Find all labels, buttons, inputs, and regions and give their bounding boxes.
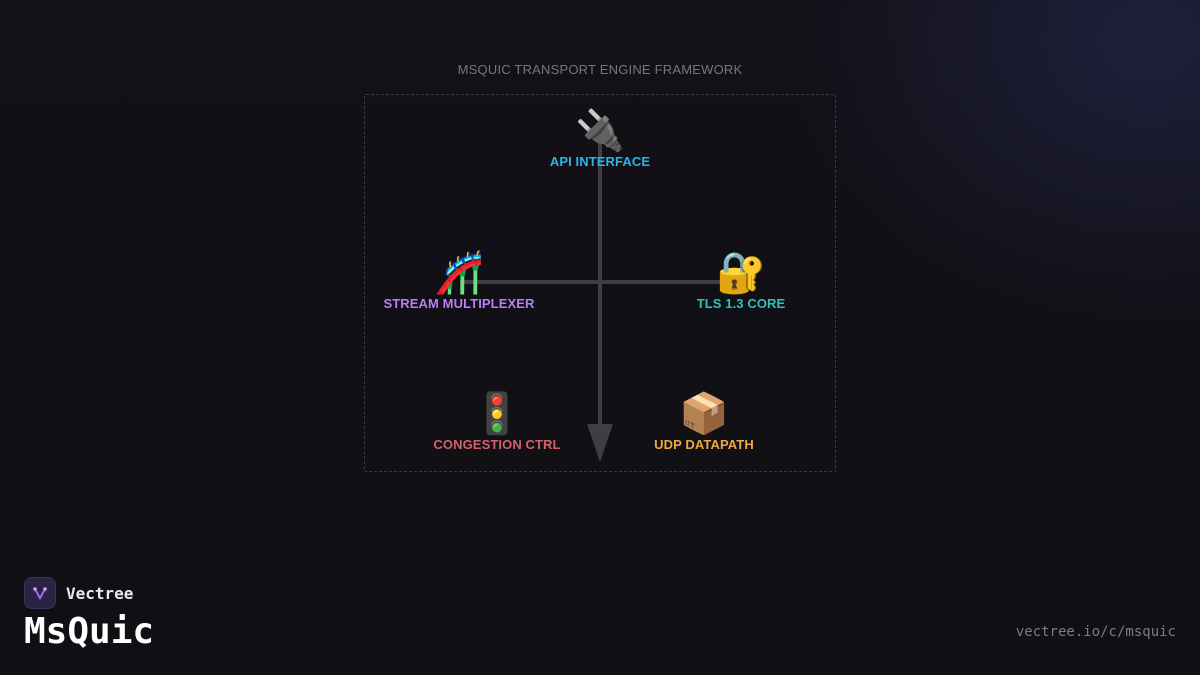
node-label: API INTERFACE <box>549 154 651 169</box>
node-label: TLS 1.3 CORE <box>696 296 786 311</box>
node-udp-datapath: 📦 UDP DATAPATH <box>604 391 804 452</box>
traffic-light-icon: 🚦 <box>472 391 522 437</box>
brand-name: Vectree <box>66 584 134 603</box>
plug-icon: 🔌 <box>575 108 625 154</box>
node-label: UDP DATAPATH <box>654 437 754 452</box>
diagram-frame-title: MSQUIC TRANSPORT ENGINE FRAMEWORK <box>457 62 743 77</box>
roller-coaster-icon: 🎢 <box>434 250 484 296</box>
vectree-logo-icon <box>24 577 56 609</box>
node-tls-core: 🔐 TLS 1.3 CORE <box>641 250 841 311</box>
node-label: STREAM MULTIPLEXER <box>383 296 535 311</box>
lock-with-key-icon: 🔐 <box>716 250 766 296</box>
vectree-logo-mark <box>33 587 47 600</box>
diagram-frame <box>364 94 836 472</box>
node-api-interface: 🔌 API INTERFACE <box>500 108 700 169</box>
package-icon: 📦 <box>679 391 729 437</box>
node-label: CONGESTION CTRL <box>433 437 561 452</box>
page-url[interactable]: vectree.io/c/msquic <box>1015 624 1176 640</box>
node-stream-multiplexer: 🎢 STREAM MULTIPLEXER <box>359 250 559 311</box>
node-congestion-ctrl: 🚦 CONGESTION CTRL <box>397 391 597 452</box>
arrow-head <box>587 424 613 462</box>
product-title: MsQuic <box>24 611 155 652</box>
